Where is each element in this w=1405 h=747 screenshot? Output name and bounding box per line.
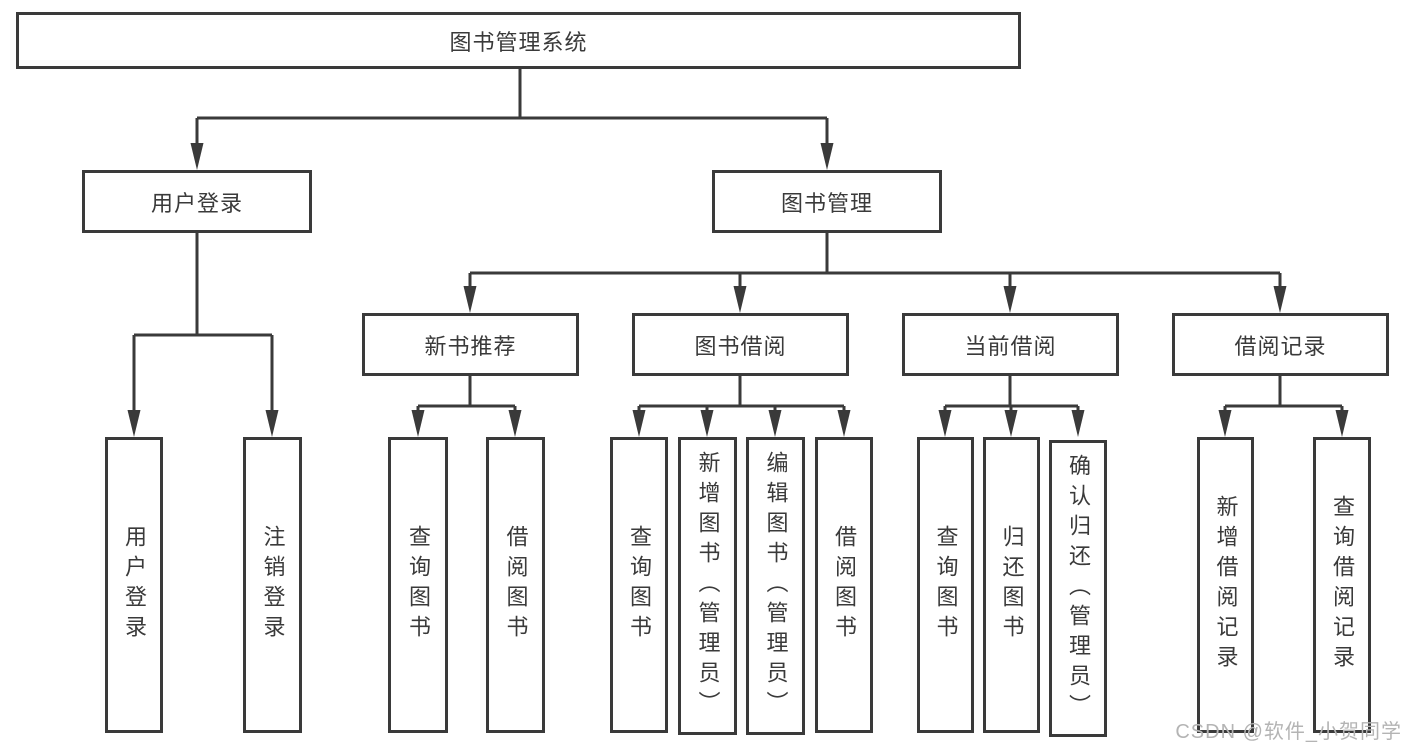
node-book-management: 图书管理 (712, 170, 942, 233)
leaf-add-books-admin-label: 新增图书（管理员） (695, 451, 721, 721)
leaf-confirm-return-admin: 确认归还（管理员） (1049, 440, 1107, 737)
leaf-query-books-current: 查询图书 (917, 437, 974, 733)
node-current-borrowing: 当前借阅 (902, 313, 1119, 376)
leaf-logout-label: 注销登录 (260, 525, 286, 645)
node-book-borrowing: 图书借阅 (632, 313, 849, 376)
leaf-logout: 注销登录 (243, 437, 302, 733)
leaf-query-books-current-label: 查询图书 (933, 525, 959, 645)
node-borrowing-records: 借阅记录 (1172, 313, 1389, 376)
leaf-query-books-borrowing-label: 查询图书 (627, 525, 652, 645)
leaf-borrow-books-recommend: 借阅图书 (486, 437, 545, 733)
leaf-user-login-label: 用户登录 (122, 525, 147, 645)
leaf-return-books: 归还图书 (983, 437, 1040, 733)
leaf-add-borrow-record-label: 新增借阅记录 (1213, 495, 1239, 675)
leaf-query-books-borrowing: 查询图书 (610, 437, 668, 733)
leaf-confirm-return-admin-label: 确认归还（管理员） (1066, 453, 1091, 724)
leaf-query-books-recommend: 查询图书 (388, 437, 448, 733)
csdn-watermark: CSDN @软件_小贺同学 (1175, 721, 1402, 743)
leaf-query-borrow-record-label: 查询借阅记录 (1330, 495, 1355, 675)
leaf-add-borrow-record: 新增借阅记录 (1197, 437, 1254, 733)
node-library-management-system: 图书管理系统 (16, 12, 1021, 69)
leaf-edit-books-admin: 编辑图书（管理员） (746, 437, 805, 735)
leaf-borrow-books-recommend-label: 借阅图书 (503, 525, 529, 645)
leaf-return-books-label: 归还图书 (999, 525, 1025, 645)
node-user-login: 用户登录 (82, 170, 312, 233)
leaf-borrow-books-borrowing: 借阅图书 (815, 437, 873, 733)
leaf-user-login: 用户登录 (105, 437, 163, 733)
leaf-edit-books-admin-label: 编辑图书（管理员） (763, 451, 789, 721)
leaf-query-borrow-record: 查询借阅记录 (1313, 437, 1371, 733)
leaf-borrow-books-borrowing-label: 借阅图书 (832, 525, 857, 645)
leaf-query-books-recommend-label: 查询图书 (406, 525, 431, 645)
node-new-book-recommendation: 新书推荐 (362, 313, 579, 376)
leaf-add-books-admin: 新增图书（管理员） (678, 437, 737, 735)
